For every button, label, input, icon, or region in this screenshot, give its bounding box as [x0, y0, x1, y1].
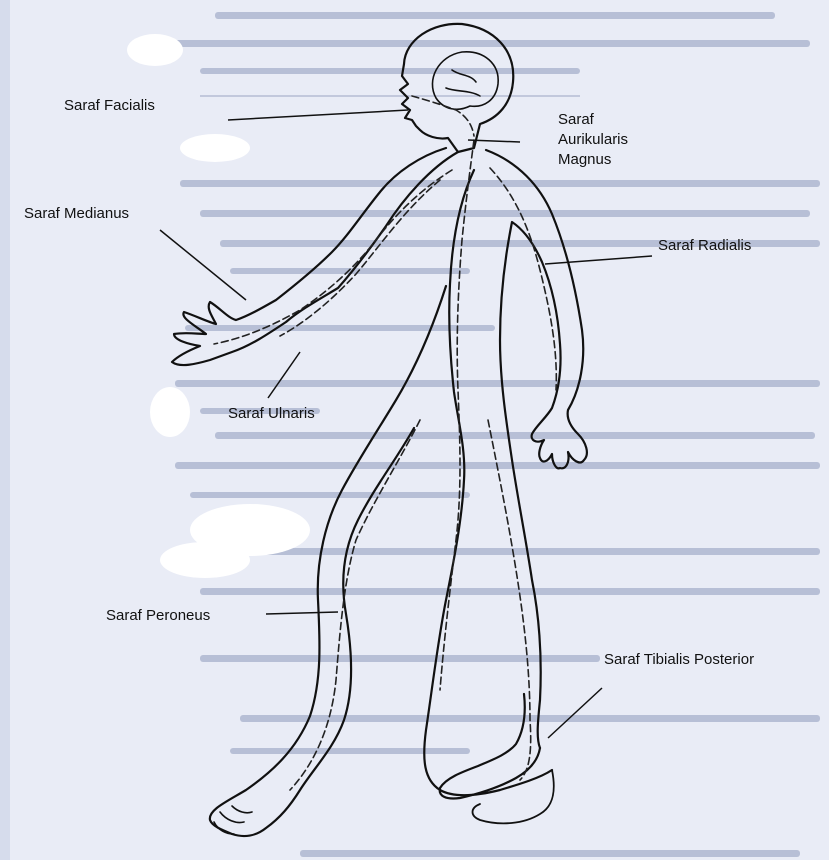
torso-outline [424, 170, 552, 795]
leader-facialis [228, 110, 408, 120]
nerve-tibial-path [488, 420, 531, 780]
label-saraf-peroneus: Saraf Peroneus [106, 606, 210, 626]
label-saraf-aurikularis-magnus: Saraf Aurikularis Magnus [558, 110, 628, 170]
nerve-arm-path [214, 170, 452, 344]
label-saraf-radialis: Saraf Radialis [658, 236, 751, 256]
leader-peroneus [266, 612, 338, 614]
front-foot-outline [473, 770, 554, 823]
nerve-leg-path [290, 420, 420, 790]
label-saraf-ulnaris: Saraf Ulnaris [228, 404, 315, 424]
leader-lines [160, 110, 652, 738]
bleed-through-text [150, 12, 820, 857]
brain-outline [432, 52, 498, 109]
nerve-paths [214, 96, 556, 790]
leader-ulnaris [268, 352, 300, 398]
rear-foot-toes [214, 806, 252, 834]
label-saraf-tibialis-posterior: Saraf Tibialis Posterior [604, 650, 754, 670]
leader-tibialis [548, 688, 602, 738]
leader-radialis [545, 256, 652, 264]
label-saraf-medianus: Saraf Medianus [24, 204, 129, 224]
label-saraf-facialis: Saraf Facialis [64, 96, 155, 116]
